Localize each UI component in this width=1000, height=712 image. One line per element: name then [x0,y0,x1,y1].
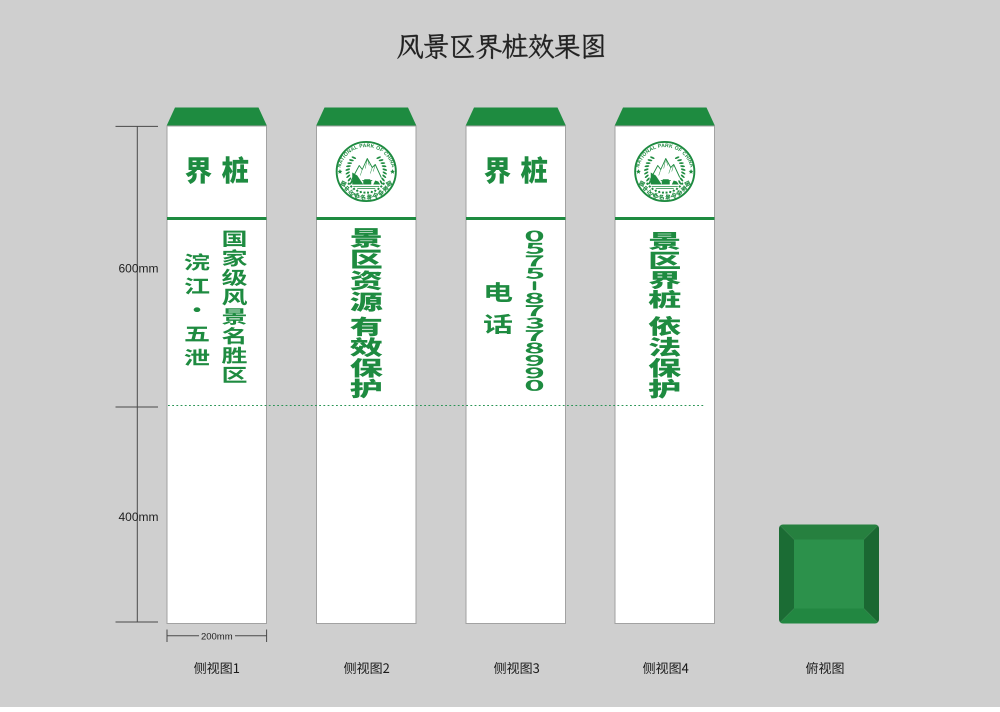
svg-text:400mm: 400mm [118,510,158,524]
svg-text:600mm: 600mm [118,262,158,276]
svg-text:200mm: 200mm [201,632,233,643]
